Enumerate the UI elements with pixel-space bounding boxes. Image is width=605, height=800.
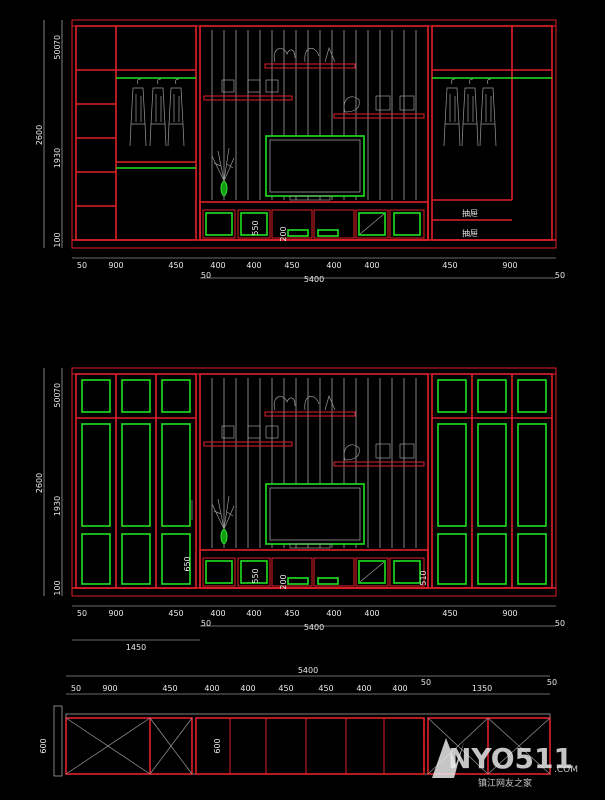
plan-dim: 400 (204, 684, 219, 693)
offset-dim: 1450 (126, 643, 146, 652)
width-dim: 50 (77, 609, 87, 618)
inner-dim: 200 (279, 574, 288, 589)
width-dim: 450 (442, 261, 457, 270)
width-dim: 450 (284, 609, 299, 618)
elevation-top: 抽屉 抽屉 70 500 1930 100 2600 50 900 450 40… (35, 19, 565, 284)
drawer-label: 抽屉 (462, 228, 478, 238)
total-width: 5400 (304, 275, 324, 284)
width-dim: 400 (210, 609, 225, 618)
inner-dim: 510 (419, 570, 428, 585)
height-dim: 500 (53, 44, 62, 59)
height-dim: 70 (53, 35, 62, 45)
width-dim: 400 (364, 261, 379, 270)
elevation-bottom: 70 500 1930 100 2600 50 900 450 400 400 … (35, 367, 565, 652)
width-dim: 900 (108, 609, 123, 618)
watermark-text: NYO511 (448, 742, 573, 775)
plan-dim: 50 (421, 678, 431, 687)
inner-dim: 200 (279, 226, 288, 241)
drawer-label: 抽屉 (462, 208, 478, 218)
inner-dim: 550 (251, 220, 260, 235)
watermark-logo: NYO511 .COM 镇江网友之家 (432, 738, 578, 789)
base-dim: 50 (201, 271, 211, 280)
height-dim: 500 (53, 392, 62, 407)
width-dim: 400 (326, 609, 341, 618)
plan-total-width: 5400 (298, 666, 318, 675)
height-dim: 1930 (53, 148, 62, 168)
width-dim: 450 (284, 261, 299, 270)
width-dim: 900 (502, 609, 517, 618)
plan-dim: 450 (162, 684, 177, 693)
plan-dim: 400 (392, 684, 407, 693)
total-width: 5400 (304, 623, 324, 632)
height-dim: 1930 (53, 496, 62, 516)
height-dim: 100 (53, 232, 62, 247)
width-dim: 450 (442, 609, 457, 618)
plan-dim: 450 (278, 684, 293, 693)
width-dim: 400 (246, 261, 261, 270)
wall-slats (211, 30, 417, 200)
plan-depth: 600 (39, 738, 48, 753)
watermark-domain: .COM (554, 765, 578, 775)
width-dim: 50 (77, 261, 87, 270)
height-dim: 100 (53, 580, 62, 595)
width-dim: 900 (502, 261, 517, 270)
total-height: 2600 (35, 125, 44, 145)
plan-depth: 600 (213, 738, 222, 753)
width-dim: 400 (326, 261, 341, 270)
plan-dim: 50 (547, 678, 557, 687)
width-dim: 50 (555, 619, 565, 628)
plan-dim: 900 (102, 684, 117, 693)
height-dim: 70 (53, 383, 62, 393)
width-dim: 400 (210, 261, 225, 270)
plan-dim: 400 (356, 684, 371, 693)
plan-dim: 400 (240, 684, 255, 693)
width-dim: 900 (108, 261, 123, 270)
width-dim: 50 (555, 271, 565, 280)
plan-dim: 50 (71, 684, 81, 693)
plan-view: 5400 50 900 450 400 400 450 450 400 400 … (39, 666, 557, 777)
plan-dim: 1350 (472, 684, 492, 693)
inner-dim: 650 (183, 556, 192, 571)
width-dim: 400 (246, 609, 261, 618)
width-dim: 450 (168, 261, 183, 270)
total-height: 2600 (35, 473, 44, 493)
inner-dim: 550 (251, 568, 260, 583)
width-dim: 400 (364, 609, 379, 618)
plan-dim: 450 (318, 684, 333, 693)
width-dim: 450 (168, 609, 183, 618)
watermark-caption: 镇江网友之家 (478, 777, 532, 789)
base-dim: 50 (201, 619, 211, 628)
